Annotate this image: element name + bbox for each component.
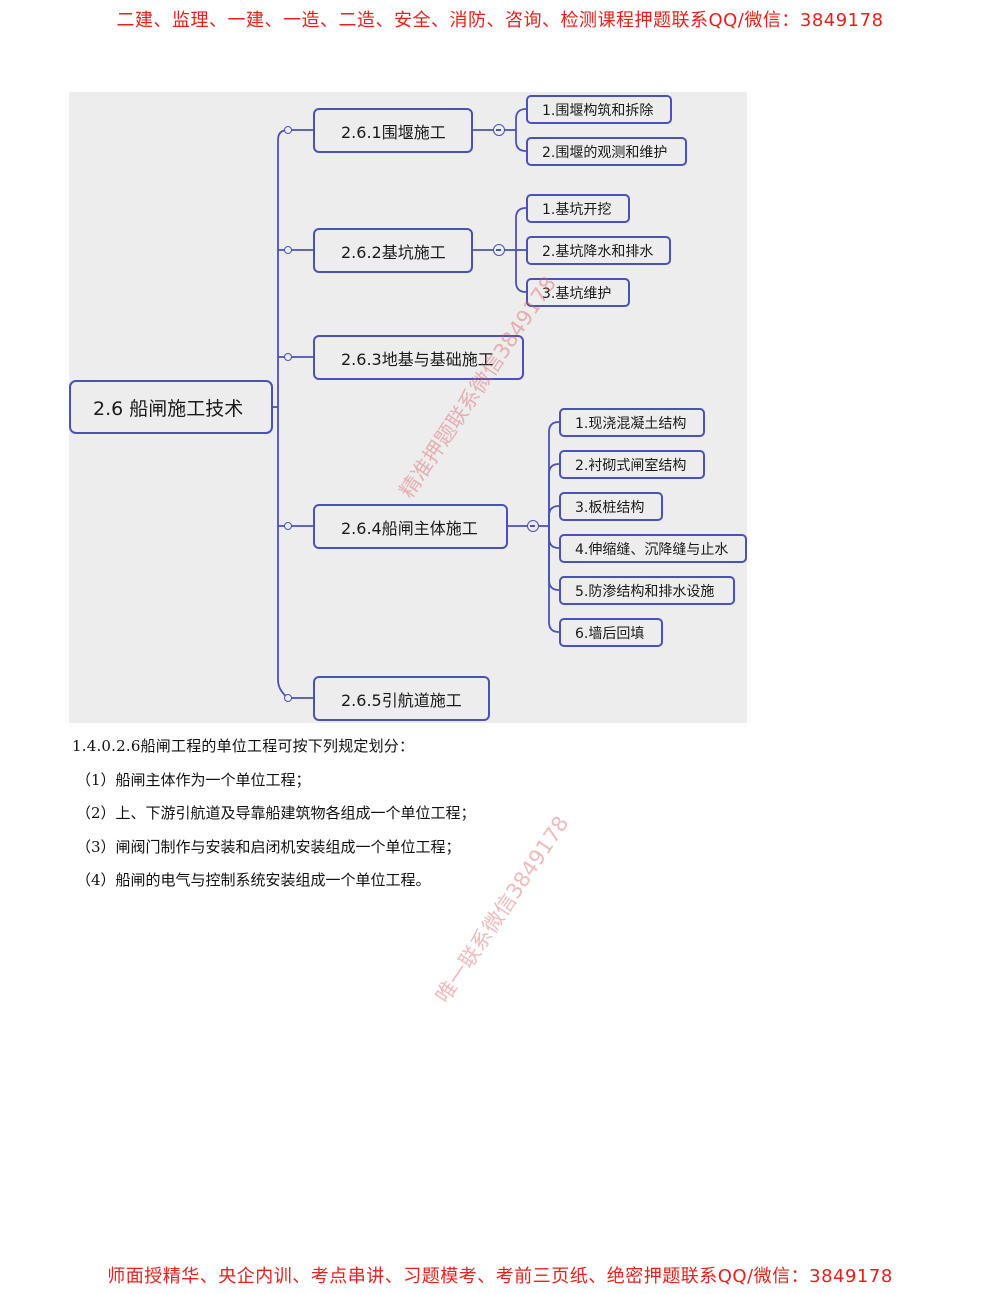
branch-node-subgrade: 2.6.3地基与基础施工	[313, 335, 524, 380]
leaf-node: 2.衬砌式闸室结构	[559, 450, 705, 479]
list-item: （3）闸阀门制作与安装和启闭机安装组成一个单位工程；	[76, 837, 461, 856]
leaf-node: 1.基坑开挖	[526, 194, 630, 223]
leaf-node: 1.围堰构筑和拆除	[526, 95, 672, 124]
leaf-node: 2.围堰的观测和维护	[526, 137, 687, 166]
leaf-node: 5.防渗结构和排水设施	[559, 576, 735, 605]
branch-connector-dot	[284, 126, 292, 134]
unit-division-text: 1.4.0.2.6船闸工程的单位工程可按下列规定划分： （1）船闸主体作为一个单…	[72, 734, 932, 902]
paragraph-intro: 1.4.0.2.6船闸工程的单位工程可按下列规定划分：	[72, 737, 415, 755]
leaf-node: 1.现浇混凝土结构	[559, 408, 705, 437]
branch-connector-dot	[284, 353, 292, 361]
mind-map-diagram: 2.6 船闸施工技术 2.6.1围堰施工 2.6.2基坑施工 2.6.3地基与基…	[69, 92, 747, 723]
collapse-toggle-icon[interactable]	[493, 244, 505, 256]
collapse-toggle-icon[interactable]	[527, 520, 539, 532]
branch-node-cofferdam: 2.6.1围堰施工	[313, 108, 473, 153]
top-banner: 二建、监理、一建、一造、二造、安全、消防、咨询、检测课程押题联系QQ/微信：38…	[116, 10, 884, 31]
branch-node-approach-channel: 2.6.5引航道施工	[313, 676, 490, 721]
leaf-node: 3.基坑维护	[526, 278, 630, 307]
root-node: 2.6 船闸施工技术	[69, 380, 273, 434]
list-item: （1）船闸主体作为一个单位工程；	[76, 770, 311, 789]
list-item: （4）船闸的电气与控制系统安装组成一个单位工程。	[76, 871, 431, 889]
collapse-toggle-icon[interactable]	[493, 124, 505, 136]
branch-connector-dot	[284, 246, 292, 254]
list-item: （2）上、下游引航道及导靠船建筑物各组成一个单位工程；	[76, 804, 476, 822]
leaf-node: 4.伸缩缝、沉降缝与止水	[559, 534, 747, 563]
branch-node-lock-main-body: 2.6.4船闸主体施工	[313, 504, 508, 549]
leaf-node: 2.基坑降水和排水	[526, 236, 671, 265]
branch-connector-dot	[284, 694, 292, 702]
leaf-node: 3.板桩结构	[559, 492, 663, 521]
leaf-node: 6.墙后回填	[559, 618, 663, 647]
branch-connector-dot	[284, 522, 292, 530]
bottom-banner: 师面授精华、央企内训、考点串讲、习题模考、考前三页纸、绝密押题联系QQ/微信：3…	[107, 1266, 893, 1287]
branch-node-foundation-pit: 2.6.2基坑施工	[313, 228, 473, 273]
